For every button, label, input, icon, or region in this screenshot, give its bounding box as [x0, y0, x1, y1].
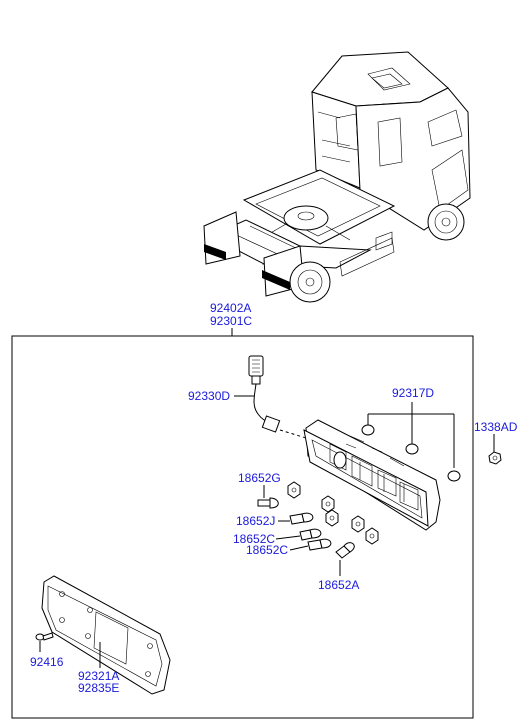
bulb-c1	[299, 528, 322, 541]
bulb-j	[289, 512, 314, 525]
grommet-group	[361, 402, 461, 482]
screw-label: 92416	[30, 655, 64, 669]
nut-part	[488, 451, 502, 465]
wiring-label: 92330D	[188, 389, 230, 403]
grommet-2	[405, 443, 419, 455]
plate-label-e: 92835E	[78, 681, 119, 695]
bulb-a-label: 18652A	[318, 578, 359, 592]
grommet-3	[447, 470, 461, 482]
nut-label: 1338AD	[474, 420, 518, 434]
socket-c1	[325, 509, 339, 527]
bulb-g-label: 18652G	[238, 471, 281, 485]
assembly-label-a: 92402A	[210, 301, 251, 315]
truck-illustration	[203, 51, 471, 303]
socket-j	[321, 495, 335, 513]
assembly-label-c: 92301C	[210, 314, 252, 328]
bulb-g	[257, 497, 279, 509]
grommet-1	[361, 424, 375, 436]
wiring-harness	[248, 355, 307, 439]
socket-a	[365, 527, 379, 545]
bulb-a	[335, 542, 355, 559]
rear-combination-lamp	[303, 419, 441, 531]
bulb-c1-label: 18652C	[233, 532, 275, 546]
bulb-c2-label: 18652C	[246, 543, 288, 557]
screw-part	[35, 632, 54, 641]
bulb-c2	[307, 538, 332, 551]
detail-frame	[11, 335, 474, 719]
socket-g	[287, 481, 301, 499]
grommet-label: 92317D	[392, 386, 434, 400]
bulb-j-label: 18652J	[236, 514, 275, 528]
plate-label-a: 92321A	[78, 669, 119, 683]
license-plate-bracket	[41, 575, 171, 695]
socket-c2	[351, 515, 365, 533]
